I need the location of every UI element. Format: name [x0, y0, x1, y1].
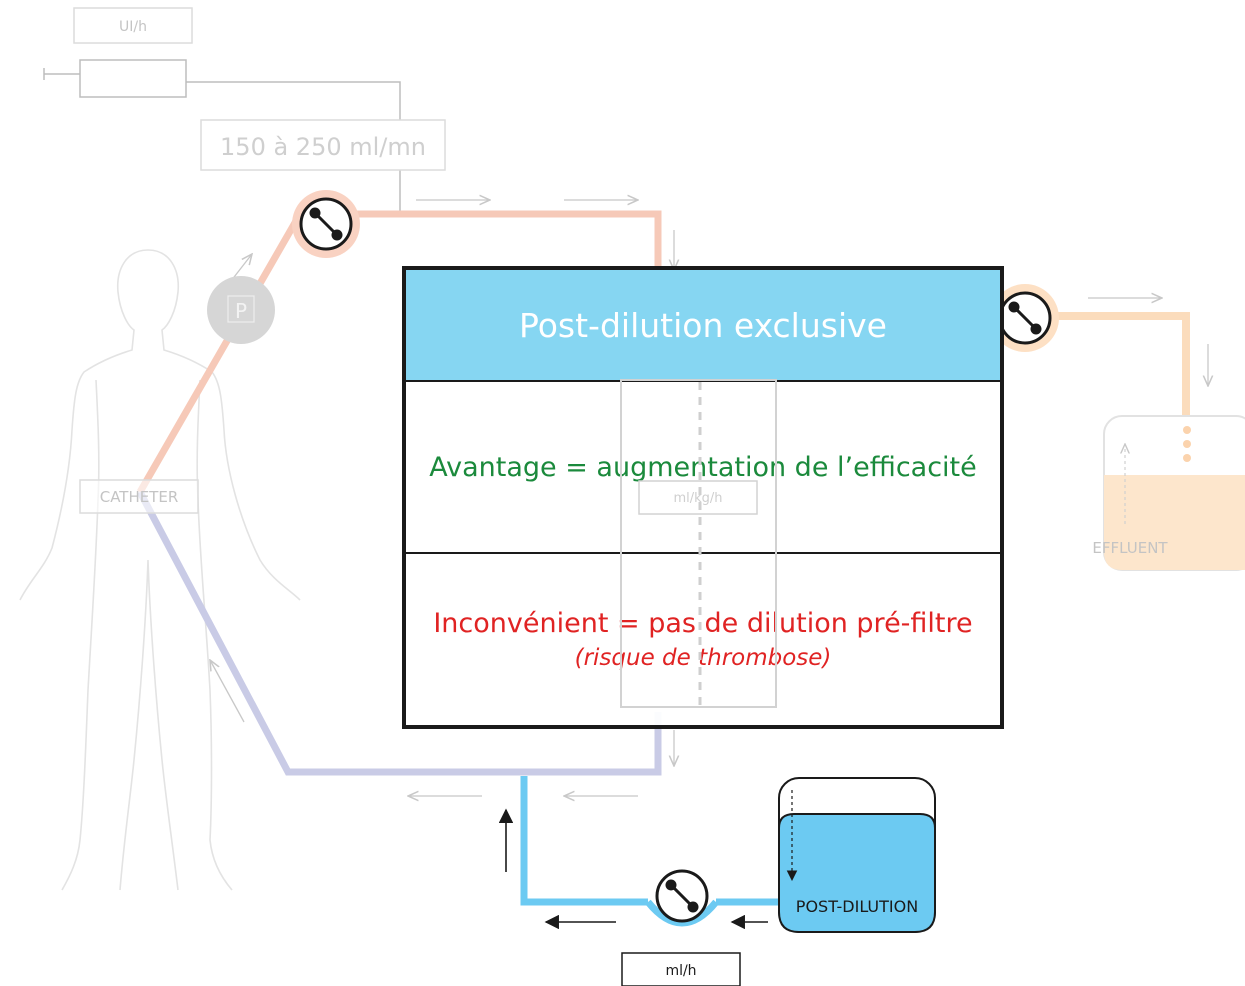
- pressure-sensor: [207, 276, 275, 344]
- info-box-title: Post-dilution exclusive: [406, 270, 1000, 382]
- replacement-flow-arrows: [498, 808, 768, 930]
- venous-line: [136, 490, 662, 776]
- pressure-label: P: [235, 299, 247, 323]
- effluent-line: [1052, 312, 1190, 418]
- catheter-box: [79, 479, 199, 514]
- anticoag-rate-box: [73, 7, 193, 44]
- drawback-text: Inconvénient = pas de dilution pré-filtr…: [433, 607, 973, 639]
- catheter-label: CATHETER: [100, 488, 179, 506]
- arterial-line: [136, 210, 662, 494]
- blood-flow-box: [200, 119, 446, 171]
- advantage-text: Avantage = augmentation de l’efficacité: [429, 451, 977, 483]
- blood-flow-label: 150 à 250 ml/mn: [220, 133, 426, 161]
- post-rate-box: [621, 952, 741, 986]
- drawback-row: Inconvénient = pas de dilution pré-filtr…: [406, 554, 1000, 724]
- replacement-line: [520, 776, 782, 927]
- patient-silhouette: [19, 249, 301, 891]
- post-dilution-pump-icon: [655, 869, 709, 923]
- advantage-row: Avantage = augmentation de l’efficacité: [406, 382, 1000, 554]
- flow-arrows: [210, 200, 1208, 796]
- effluent-label: EFFLUENT: [1092, 539, 1168, 557]
- blood-pump-icon: [292, 190, 360, 258]
- post-rate-label: ml/h: [665, 963, 696, 979]
- anticoag-rate-label: UI/h: [119, 19, 147, 35]
- post-dilution-label: POST-DILUTION: [796, 897, 918, 916]
- drawback-note: (risque de thrombose): [574, 644, 832, 671]
- syringe-icon: [43, 59, 401, 216]
- info-box: Post-dilution exclusive Avantage = augme…: [402, 266, 1004, 729]
